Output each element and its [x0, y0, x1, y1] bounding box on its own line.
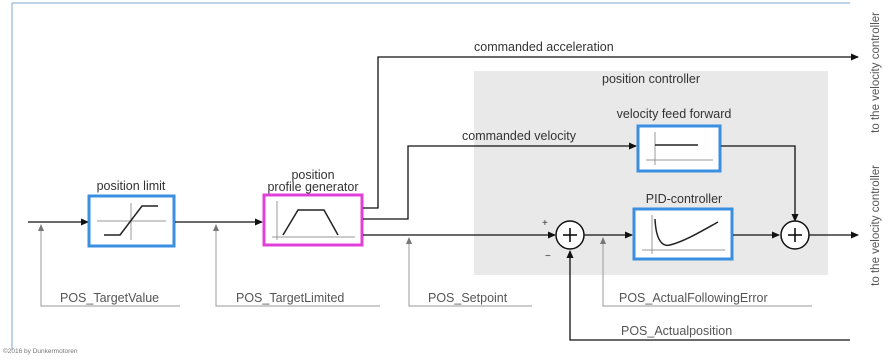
- profile-generator-label-1: position: [291, 168, 334, 182]
- to-velocity-controller-bottom-label: to the velocity controller: [870, 165, 882, 286]
- commanded-velocity-line: [363, 142, 637, 220]
- minus-sign-label: −: [545, 251, 551, 262]
- setpoint-callout: [406, 237, 532, 307]
- copyright-notice: ©2016 by Dunkermotoren: [3, 347, 78, 355]
- position-limit-label: position limit: [97, 179, 166, 193]
- target-limited-callout: [213, 224, 380, 307]
- commanded-acceleration-line: [363, 53, 859, 209]
- feed-forward-output-line: [721, 145, 799, 222]
- target-value-callout: [38, 224, 180, 307]
- saturation-icon: [104, 205, 158, 236]
- plus-sign-label: +: [542, 218, 548, 229]
- velocity-feed-forward-label: velocity feed forward: [617, 107, 732, 121]
- commanded-velocity-label: commanded velocity: [462, 129, 577, 143]
- actual-position-label: POS_Actualposition: [621, 324, 732, 338]
- following-error-callout: [600, 237, 812, 307]
- profile-generator-label-2: profile generator: [267, 180, 358, 194]
- target-value-label: POS_TargetValue: [60, 291, 159, 305]
- error-summing-junction: [555, 220, 585, 250]
- velocity-feed-forward-block: [636, 124, 722, 173]
- position-controller-label: position controller: [602, 72, 700, 86]
- actual-position-feedback-line: [566, 250, 850, 341]
- output-summing-junction: [780, 220, 810, 250]
- following-error-label: POS_ActualFollowingError: [619, 291, 768, 305]
- commanded-acceleration-label: commanded acceleration: [474, 40, 614, 54]
- target-limited-label: POS_TargetLimited: [236, 291, 344, 305]
- profile-generator-block: [262, 193, 364, 247]
- pid-controller-label: PID-controller: [646, 192, 722, 206]
- diagram-frame: [11, 2, 850, 350]
- pid-controller-block: [632, 207, 734, 261]
- to-velocity-controller-top-label: to the velocity controller: [870, 12, 882, 133]
- position-limit-block: [87, 194, 176, 248]
- pid-response-icon: [654, 218, 719, 247]
- trapezoid-profile-icon: [282, 209, 339, 236]
- setpoint-label: POS_Setpoint: [428, 291, 508, 305]
